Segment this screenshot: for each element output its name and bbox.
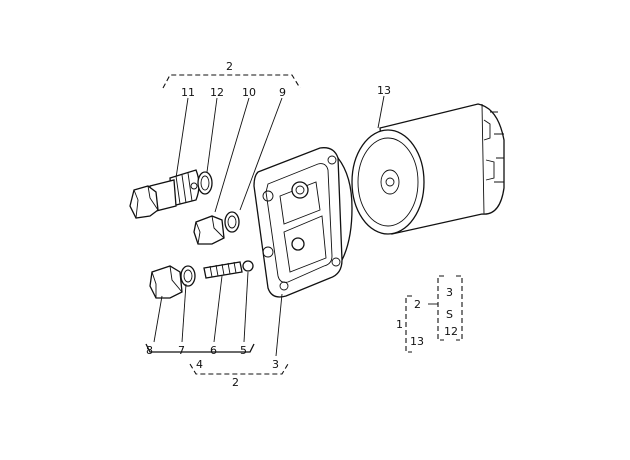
label-group-4: 4 bbox=[196, 358, 203, 371]
label-3: 3 bbox=[272, 358, 279, 371]
label-7: 7 bbox=[178, 344, 185, 357]
label-9: 9 bbox=[279, 86, 286, 99]
leader-lines-bottom bbox=[153, 271, 283, 357]
label-8: 8 bbox=[146, 344, 153, 357]
part-11-hollow-bolt bbox=[129, 169, 200, 219]
label-12: 12 bbox=[210, 86, 224, 99]
key-label-tilde: S bbox=[446, 308, 453, 321]
part-8-plug-bolt bbox=[149, 265, 183, 299]
part-6-spring bbox=[203, 261, 243, 279]
label-6: 6 bbox=[210, 344, 217, 357]
label-group-2-top: 2 bbox=[226, 60, 233, 73]
part-9-sealing-ring bbox=[224, 211, 240, 233]
label-group-2-bottom: 2 bbox=[232, 376, 239, 389]
part-labels: 11 12 10 9 13 8 7 6 5 3 bbox=[146, 84, 391, 371]
assembly-key: 2 1 13 3 S 12 bbox=[396, 275, 463, 353]
label-5: 5 bbox=[240, 344, 247, 357]
part-10-plug-bolt bbox=[193, 215, 225, 245]
leader-lines-top bbox=[175, 95, 385, 213]
label-11: 11 bbox=[181, 86, 195, 99]
bottom-group-brackets: 4 2 bbox=[145, 343, 289, 389]
part-3-flange-housing bbox=[253, 147, 353, 298]
key-label-1: 1 bbox=[396, 318, 403, 331]
key-label-13: 13 bbox=[410, 335, 424, 348]
top-group-bracket: 2 bbox=[162, 60, 301, 89]
label-10: 10 bbox=[242, 86, 256, 99]
part-13-filter-cartridge bbox=[351, 103, 505, 235]
part-5-ball bbox=[242, 260, 254, 272]
label-13: 13 bbox=[377, 84, 391, 97]
key-label-2: 2 bbox=[414, 298, 421, 311]
key-label-3: 3 bbox=[446, 286, 453, 299]
part-7-sealing-ring bbox=[180, 265, 196, 287]
key-label-12: 12 bbox=[444, 325, 458, 338]
part-12-sealing-ring bbox=[197, 171, 213, 195]
